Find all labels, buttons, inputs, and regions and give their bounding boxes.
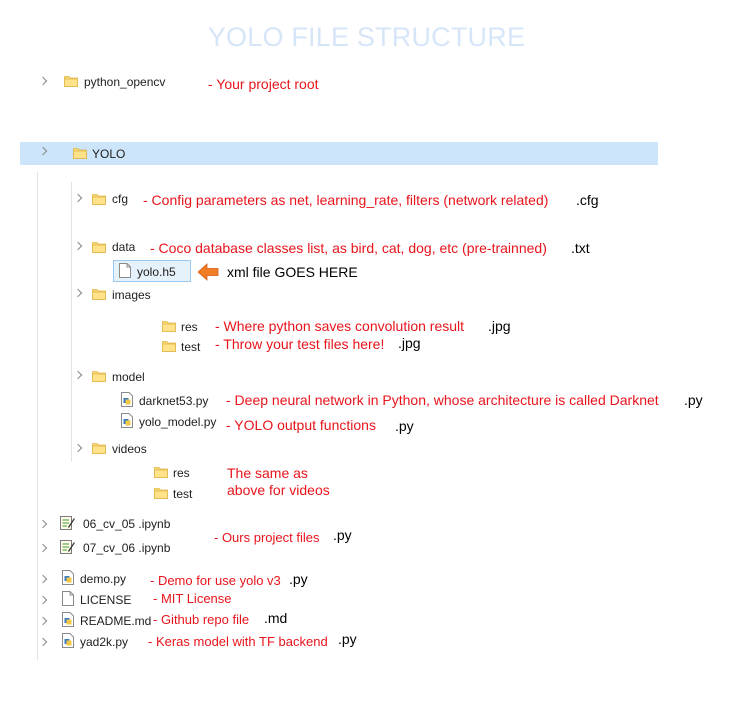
folder-cfg[interactable]: cfg	[112, 192, 129, 206]
extension-images-test: .jpg	[398, 335, 421, 351]
file-nb-06[interactable]: 07_cv_06 .ipynb	[83, 541, 171, 555]
extension-yolo-model: .py	[395, 418, 414, 434]
folder-icon	[92, 288, 106, 300]
folder-icon	[154, 487, 168, 499]
folder-videos[interactable]: videos	[112, 442, 147, 456]
extension-darknet53: .py	[684, 392, 703, 408]
tree-guide-line	[71, 182, 72, 462]
expand-chevron-icon[interactable]	[73, 193, 83, 203]
expand-chevron-icon[interactable]	[73, 288, 83, 298]
folder-images-test[interactable]: test	[181, 340, 201, 354]
annotation-demo: - Demo for use yolo v3	[150, 573, 281, 588]
folder-icon	[92, 370, 106, 382]
expand-chevron-icon[interactable]	[38, 574, 48, 584]
page-title: YOLO FILE STRUCTURE	[207, 22, 526, 52]
file-license[interactable]: LICENSE	[80, 593, 132, 607]
file-yolo-model-py[interactable]: yolo_model.py	[139, 415, 217, 429]
folder-icon	[73, 147, 87, 159]
extension-yad2k: .py	[338, 631, 357, 647]
expand-chevron-icon[interactable]	[38, 519, 48, 529]
extension-images-res: .jpg	[488, 318, 511, 334]
annotation-yad2k: - Keras model with TF backend	[148, 634, 328, 649]
selected-row-highlight	[20, 142, 658, 165]
annotation-project-files: - Ours project files	[214, 530, 320, 545]
folder-icon	[162, 320, 176, 332]
expand-chevron-icon[interactable]	[38, 637, 48, 647]
annotation-darknet53: - Deep neural network in Python, whose a…	[226, 392, 659, 408]
folder-icon	[92, 442, 106, 454]
folder-icon	[64, 75, 78, 87]
python-file-icon	[62, 633, 74, 648]
folder-videos-test[interactable]: test	[173, 487, 193, 501]
annotation-images-test: - Throw your test files here!	[215, 336, 385, 352]
extension-demo: .py	[289, 571, 308, 587]
python-file-icon	[121, 392, 133, 407]
folder-python-opencv[interactable]: python_opencv	[84, 75, 166, 89]
annotation-cfg: - Config parameters as net, learning_rat…	[143, 192, 549, 208]
annotation-images-res: - Where python saves convolution result	[215, 318, 465, 334]
annotation-readme: - Github repo file	[153, 612, 250, 627]
folder-icon	[154, 466, 168, 478]
file-icon	[62, 591, 74, 606]
folder-images[interactable]: images	[112, 288, 151, 302]
expand-chevron-icon[interactable]	[38, 543, 48, 553]
file-yad2k-py[interactable]: yad2k.py	[80, 635, 129, 649]
extension-cfg: .cfg	[576, 192, 599, 208]
expand-chevron-icon[interactable]	[73, 370, 83, 380]
notebook-file-icon	[60, 539, 75, 554]
file-yolo-h5[interactable]: yolo.h5	[137, 265, 176, 279]
annotation-license: - MIT License	[153, 591, 232, 606]
tree-guide-line	[37, 520, 38, 660]
annotation-videos-line2: above for videos	[227, 482, 330, 498]
python-file-icon	[121, 413, 133, 428]
file-nb-05[interactable]: 06_cv_05 .ipynb	[83, 517, 171, 531]
file-icon	[119, 263, 131, 278]
python-file-icon	[62, 612, 74, 627]
python-file-icon	[62, 570, 74, 585]
file-demo-py[interactable]: demo.py	[80, 572, 127, 586]
expand-chevron-icon[interactable]	[73, 241, 83, 251]
extension-readme: .md	[264, 610, 288, 626]
arrow-left-icon	[197, 263, 219, 281]
folder-icon	[162, 340, 176, 352]
folder-data[interactable]: data	[112, 240, 136, 254]
folder-images-res[interactable]: res	[181, 320, 198, 334]
annotation-videos-line1: The same as	[227, 465, 308, 481]
file-readme-md[interactable]: README.md	[80, 614, 152, 628]
file-darknet53-py[interactable]: darknet53.py	[139, 394, 209, 408]
annotation-project-root: - Your project root	[208, 76, 319, 92]
folder-yolo[interactable]: YOLO	[92, 147, 126, 161]
annotation-yolo-model: - YOLO output functions	[226, 417, 376, 433]
tree-guide-line	[37, 172, 38, 520]
folder-videos-res[interactable]: res	[173, 466, 190, 480]
annotation-yolo-h5: xml file GOES HERE	[227, 264, 358, 280]
extension-data: .txt	[571, 240, 590, 256]
notebook-file-icon	[60, 515, 75, 530]
selected-file-highlight	[113, 260, 191, 282]
expand-chevron-icon[interactable]	[38, 76, 48, 86]
expand-chevron-icon[interactable]	[38, 616, 48, 626]
folder-model[interactable]: model	[112, 370, 145, 384]
extension-project-files: .py	[333, 527, 352, 543]
folder-icon	[92, 193, 106, 205]
expand-chevron-icon[interactable]	[73, 443, 83, 453]
folder-icon	[92, 241, 106, 253]
annotation-data: - Coco database classes list, as bird, c…	[150, 240, 547, 256]
expand-chevron-icon[interactable]	[38, 595, 48, 605]
